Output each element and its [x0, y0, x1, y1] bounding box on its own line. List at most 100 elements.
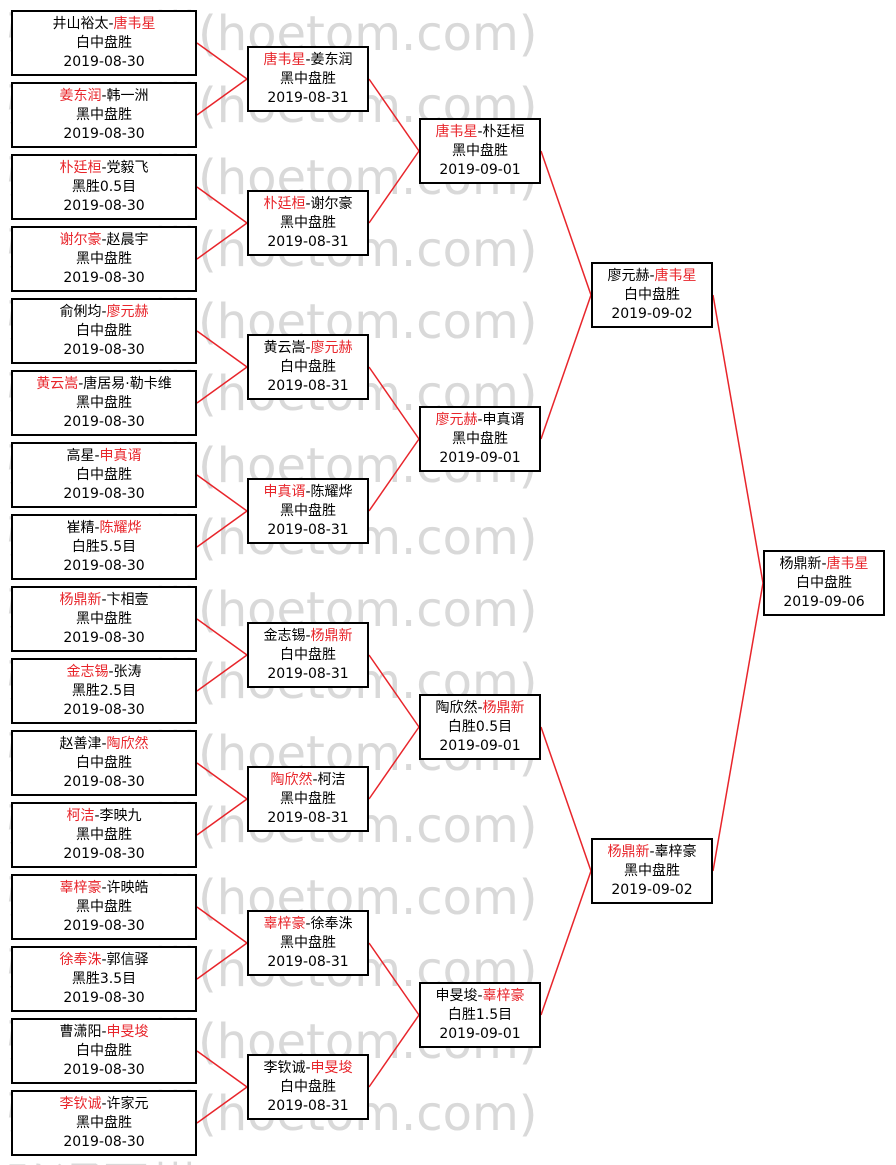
- match-result: 黑中盘胜: [76, 826, 132, 843]
- connector-line: [196, 618, 248, 656]
- player-a: 廖元赫: [607, 267, 650, 284]
- player-a: 姜东润: [59, 87, 102, 104]
- player-b: 辜梓豪: [482, 987, 525, 1004]
- match-date: 2019-08-31: [267, 665, 349, 682]
- match-result: 黑中盘胜: [280, 70, 336, 87]
- connector-line: [196, 762, 248, 800]
- player-a: 朴廷桓: [263, 195, 306, 212]
- connector-line: [540, 726, 592, 872]
- player-b: 许家元: [106, 1095, 149, 1112]
- player-separator: -: [108, 15, 114, 32]
- connector-line: [368, 150, 420, 224]
- match-date: 2019-08-31: [267, 809, 349, 826]
- player-a: 谢尔豪: [59, 231, 102, 248]
- match-result: 黑中盘胜: [624, 862, 680, 879]
- player-a: 廖元赫: [435, 411, 478, 428]
- match-date: 2019-08-30: [63, 773, 145, 790]
- match-result: 白中盘胜: [280, 1078, 336, 1095]
- match-date: 2019-08-31: [267, 1097, 349, 1114]
- match-result: 黑中盘胜: [280, 934, 336, 951]
- connector-line: [368, 942, 420, 1016]
- player-separator: -: [649, 843, 655, 860]
- players-line: 柯洁-李映九: [13, 807, 195, 826]
- player-a: 黄云嵩: [36, 375, 79, 392]
- match-date: 2019-08-30: [63, 629, 145, 646]
- player-separator: -: [305, 339, 311, 356]
- player-a: 赵善津: [59, 735, 102, 752]
- player-b: 杨鼎新: [482, 699, 525, 716]
- player-b: 唐韦星: [654, 267, 697, 284]
- player-a: 黄云嵩: [263, 339, 306, 356]
- connector-line: [196, 1086, 248, 1124]
- player-b: 申真谞: [482, 411, 525, 428]
- match-result: 黑中盘胜: [280, 502, 336, 519]
- players-line: 陶欣然-杨鼎新: [421, 699, 539, 718]
- connector-line: [368, 654, 420, 728]
- player-b: 姜东润: [310, 51, 353, 68]
- connector-line: [368, 366, 420, 440]
- match-result: 黑中盘胜: [76, 250, 132, 267]
- match-date: 2019-08-31: [267, 89, 349, 106]
- player-a: 李钦诚: [263, 1059, 306, 1076]
- player-a: 辜梓豪: [59, 879, 102, 896]
- players-line: 俞俐均-廖元赫: [13, 303, 195, 322]
- players-line: 朴廷桓-党毅飞: [13, 159, 195, 178]
- player-a: 曹潇阳: [59, 1023, 102, 1040]
- player-a: 李钦诚: [59, 1095, 102, 1112]
- player-b: 朴廷桓: [482, 123, 525, 140]
- players-line: 陶欣然-柯洁: [249, 771, 367, 790]
- player-separator: -: [477, 699, 483, 716]
- player-separator: -: [477, 123, 483, 140]
- player-a: 辜梓豪: [263, 915, 306, 932]
- match-date: 2019-08-30: [63, 125, 145, 142]
- players-line: 井山裕太-唐韦星: [13, 15, 195, 34]
- players-line: 杨鼎新-卞相壹: [13, 591, 195, 610]
- player-separator: -: [78, 375, 84, 392]
- player-a: 唐韦星: [263, 51, 306, 68]
- connector-line: [368, 1014, 420, 1088]
- match-date: 2019-08-30: [63, 989, 145, 1006]
- player-separator: -: [305, 195, 311, 212]
- player-b: 廖元赫: [106, 303, 149, 320]
- player-b: 柯洁: [317, 771, 346, 788]
- match-date: 2019-08-31: [267, 521, 349, 538]
- player-a: 金志锡: [66, 663, 109, 680]
- connector-line: [196, 474, 248, 512]
- match-result: 白胜5.5目: [71, 538, 137, 555]
- match-date: 2019-08-31: [267, 233, 349, 250]
- match-date: 2019-09-01: [439, 1025, 521, 1042]
- player-separator: -: [305, 915, 311, 932]
- player-a: 唐韦星: [435, 123, 478, 140]
- match-date: 2019-08-30: [63, 53, 145, 70]
- players-line: 谢尔豪-赵晨宇: [13, 231, 195, 250]
- match-result: 黑胜0.5目: [71, 178, 137, 195]
- player-b: 赵晨宇: [106, 231, 149, 248]
- player-a: 申旻埈: [435, 987, 478, 1004]
- players-line: 朴廷桓-谢尔豪: [249, 195, 367, 214]
- match-result: 黑胜2.5目: [71, 682, 137, 699]
- player-separator: -: [312, 771, 318, 788]
- match-result: 白胜1.5目: [447, 1006, 513, 1023]
- match-box: 井山裕太-唐韦星白中盘胜 2019-08-30: [11, 10, 197, 76]
- match-date: 2019-09-02: [611, 881, 693, 898]
- match-date: 2019-08-30: [63, 485, 145, 502]
- match-date: 2019-08-30: [63, 917, 145, 934]
- player-a: 俞俐均: [59, 303, 102, 320]
- match-date: 2019-08-30: [63, 701, 145, 718]
- connector-line: [368, 438, 420, 512]
- match-date: 2019-08-30: [63, 341, 145, 358]
- player-separator: -: [101, 87, 107, 104]
- match-result: 黑中盘胜: [76, 1114, 132, 1131]
- players-line: 杨鼎新-唐韦星: [765, 555, 883, 574]
- match-result: 白中盘胜: [76, 466, 132, 483]
- match-result: 白中盘胜: [76, 34, 132, 51]
